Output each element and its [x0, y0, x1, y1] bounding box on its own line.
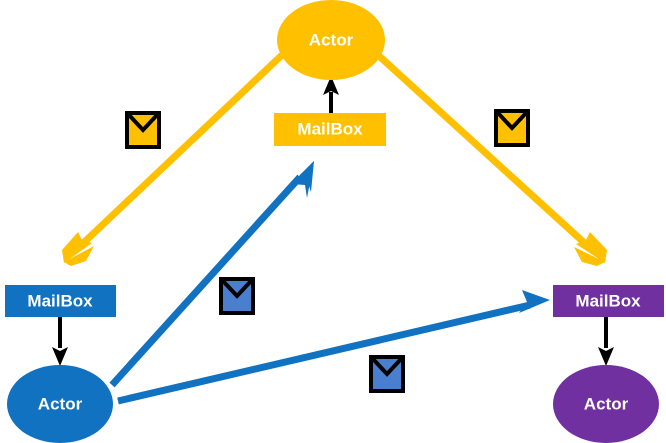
arrowhead-fill [296, 161, 314, 192]
edge-top-actor-to-right-mailbox [375, 52, 607, 266]
envelope-icon-blue-lower [369, 355, 405, 393]
edge-top-actor-to-left-mailbox [62, 52, 285, 266]
edge-line [75, 52, 285, 251]
arrowhead [519, 290, 550, 313]
actor-shape[interactable] [553, 365, 659, 443]
edge-left-mailbox-to-left-actor [52, 317, 68, 366]
envelope-icon-blue-upper [219, 277, 255, 315]
edge-line [117, 301, 531, 405]
edge-line [375, 52, 593, 251]
mailbox-shape[interactable] [5, 285, 116, 317]
actor-shape[interactable] [277, 0, 385, 80]
actor-top-label: Actor [309, 30, 354, 49]
node-mailbox-top[interactable]: MailBox [274, 113, 386, 146]
arrowhead [598, 347, 614, 366]
mailbox-shape[interactable] [553, 285, 664, 317]
arrowhead-fill [574, 247, 605, 266]
actor-right-label: Actor [584, 394, 629, 413]
mailbox-right-label: MailBox [575, 291, 641, 310]
arrowhead [52, 347, 68, 366]
arrowhead [576, 232, 607, 263]
node-actor-left[interactable]: Actor [7, 365, 113, 443]
edge-top-mailbox-to-top-actor [323, 76, 339, 114]
arrowhead-fill [64, 246, 94, 266]
node-actor-top[interactable]: Actor [277, 0, 385, 80]
edge-line [109, 174, 303, 388]
envelope-flap [496, 111, 528, 131]
actor-left-label: Actor [38, 394, 83, 413]
mailbox-shape[interactable] [274, 113, 386, 146]
node-actor-right[interactable]: Actor [553, 365, 659, 443]
actor-shape[interactable] [7, 365, 113, 443]
envelope-flap [371, 357, 403, 377]
envelope-icon-yellow-right [494, 109, 530, 147]
edge-left-actor-to-top-mailbox [109, 161, 314, 388]
edge-left-actor-to-right-mailbox [117, 290, 550, 405]
envelope-flap [221, 279, 253, 299]
envelope-flap [127, 113, 159, 133]
envelope-icon-yellow-left [125, 111, 161, 149]
mailbox-top-label: MailBox [297, 119, 363, 138]
edge-right-mailbox-to-right-actor [598, 317, 614, 366]
arrowhead [323, 76, 339, 95]
node-mailbox-left[interactable]: MailBox [5, 285, 116, 317]
mailbox-left-label: MailBox [27, 291, 93, 310]
arrowhead [62, 232, 92, 263]
node-mailbox-right[interactable]: MailBox [553, 285, 664, 317]
